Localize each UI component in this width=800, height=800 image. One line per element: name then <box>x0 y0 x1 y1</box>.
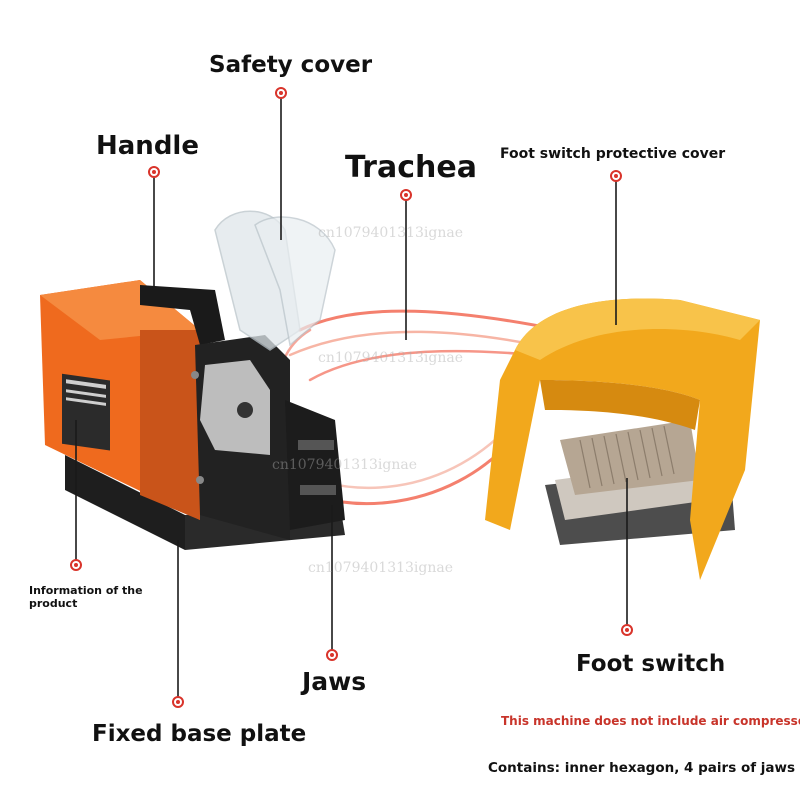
marker-safety-cover <box>275 87 287 99</box>
marker-foot-switch-cover <box>610 170 622 182</box>
label-base-plate: Fixed base plate <box>92 721 307 747</box>
watermark: cn1079401313ignae <box>308 560 454 576</box>
foot-switch-assembly <box>485 298 760 580</box>
marker-handle <box>148 166 160 178</box>
compressor-note: This machine does not include air compre… <box>501 714 800 728</box>
label-info: Information of the product <box>29 584 143 610</box>
marker-trachea <box>400 189 412 201</box>
watermark: cn1079401313ignae <box>318 350 464 366</box>
label-foot-switch-cover: Foot switch protective cover <box>500 146 726 162</box>
watermark: cn1079401313ignae <box>318 225 464 241</box>
label-safety-cover: Safety cover <box>209 52 373 78</box>
marker-jaws <box>326 649 338 661</box>
contents-note: Contains: inner hexagon, 4 pairs of jaws <box>488 760 796 776</box>
watermark: cn1079401313ignae <box>272 457 418 473</box>
label-foot-switch: Foot switch <box>576 651 726 677</box>
label-trachea: Trachea <box>345 150 477 185</box>
marker-base-plate <box>172 696 184 708</box>
marker-info <box>70 559 82 571</box>
label-jaws: Jaws <box>302 667 367 696</box>
marker-foot-switch <box>621 624 633 636</box>
pointer-markers <box>70 87 633 708</box>
crimping-machine <box>40 210 345 550</box>
pointer-lines <box>75 93 628 702</box>
label-handle: Handle <box>96 131 199 161</box>
